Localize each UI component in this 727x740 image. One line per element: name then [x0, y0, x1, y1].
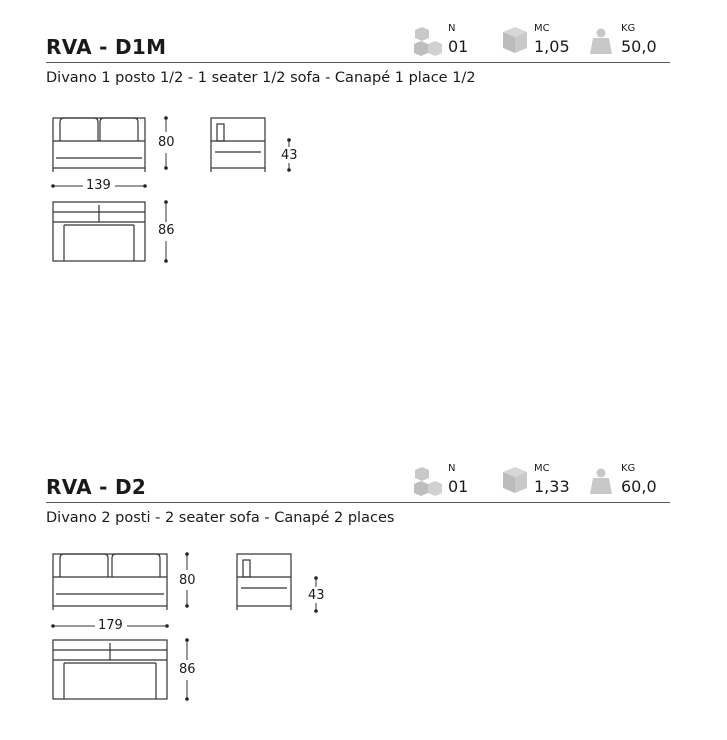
spec-value: 50,0 [621, 37, 657, 56]
spec-value: 01 [448, 477, 469, 496]
header-divider [46, 62, 670, 63]
spec-value: 1,05 [534, 37, 570, 56]
dimension-depth: 86 [158, 223, 175, 238]
product-rva-d1m: RVA - D1M N 01 MC 1,05 KG 50,0 Divano 1 … [0, 0, 727, 300]
weight-icon [590, 468, 612, 494]
dimension-width: 139 [86, 178, 111, 193]
product-rva-d2: RVA - D2 N 01 MC 1,33 KG 60,0 Divano 2 p… [0, 440, 727, 740]
spec-label: MC [534, 23, 550, 34]
spec-label: KG [621, 463, 636, 474]
dimension-lines [53, 554, 317, 699]
dimension-seat-height: 43 [308, 588, 325, 603]
product-description: Divano 2 posti - 2 seater sofa - Canapé … [46, 510, 395, 526]
product-description: Divano 1 posto 1/2 - 1 seater 1/2 sofa -… [46, 70, 476, 86]
side-view-drawing [236, 553, 292, 610]
top-view-drawing [52, 639, 168, 700]
front-view-drawing [52, 553, 168, 610]
side-view-drawing [210, 117, 266, 172]
spec-value: 01 [448, 37, 469, 56]
product-code: RVA - D1M [46, 35, 167, 59]
header-divider [46, 502, 670, 503]
spec-label: N [448, 23, 456, 34]
product-code: RVA - D2 [46, 475, 147, 499]
technical-drawings [51, 552, 318, 701]
dimension-height: 80 [179, 573, 196, 588]
weight-icon [590, 28, 612, 54]
spec-label: N [448, 463, 456, 474]
boxes-icon [414, 467, 442, 496]
dimension-lines [53, 118, 290, 261]
dimension-seat-height: 43 [281, 148, 298, 163]
dimension-width: 179 [98, 618, 123, 633]
spec-value: 60,0 [621, 477, 657, 496]
front-view-drawing [52, 117, 146, 172]
boxes-icon [414, 27, 442, 56]
technical-drawings [51, 116, 291, 263]
spec-label: KG [621, 23, 636, 34]
dimension-height: 80 [158, 135, 175, 150]
cube-icon [503, 467, 527, 493]
top-view-drawing [52, 201, 146, 262]
spec-value: 1,33 [534, 477, 570, 496]
spec-label: MC [534, 463, 550, 474]
dimension-depth: 86 [179, 662, 196, 677]
cube-icon [503, 27, 527, 53]
